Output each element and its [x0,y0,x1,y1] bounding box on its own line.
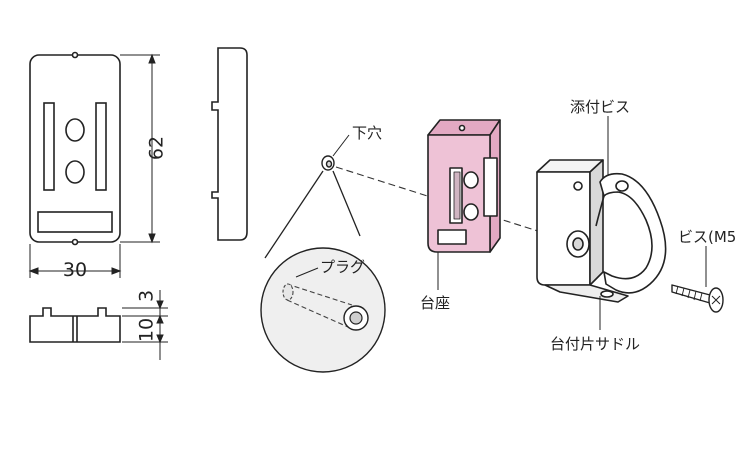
dim-62 [120,53,160,244]
label-bis-m5: ビス(M5 [678,228,736,246]
dim-3-10 [122,290,168,360]
saddle-bracket [536,159,667,303]
plug-icon [282,283,369,331]
label-saddle: 台付片サドル [550,335,640,353]
zoom-lines [264,170,361,259]
hole-leader [332,134,350,157]
bottom-view [29,307,121,343]
m5-screw [671,284,724,313]
label-shitaana: 下穴 [352,124,382,142]
label-plug: プラグ [320,258,365,276]
dim-10-label: 10 [136,318,158,342]
pink-base [427,119,501,253]
label-soetsuke-bis: 添付ビス [570,98,630,116]
plug-leader [295,267,319,278]
dim-30-label: 30 [63,259,87,281]
dim-62-label: 62 [146,136,168,160]
front-view [29,51,121,246]
dim-3-label: 3 [136,290,158,302]
dim-30 [28,244,122,278]
pilot-hole [321,155,335,171]
label-daiza: 台座 [420,294,450,312]
side-view [211,47,248,241]
plug-detail-circle [260,247,386,373]
